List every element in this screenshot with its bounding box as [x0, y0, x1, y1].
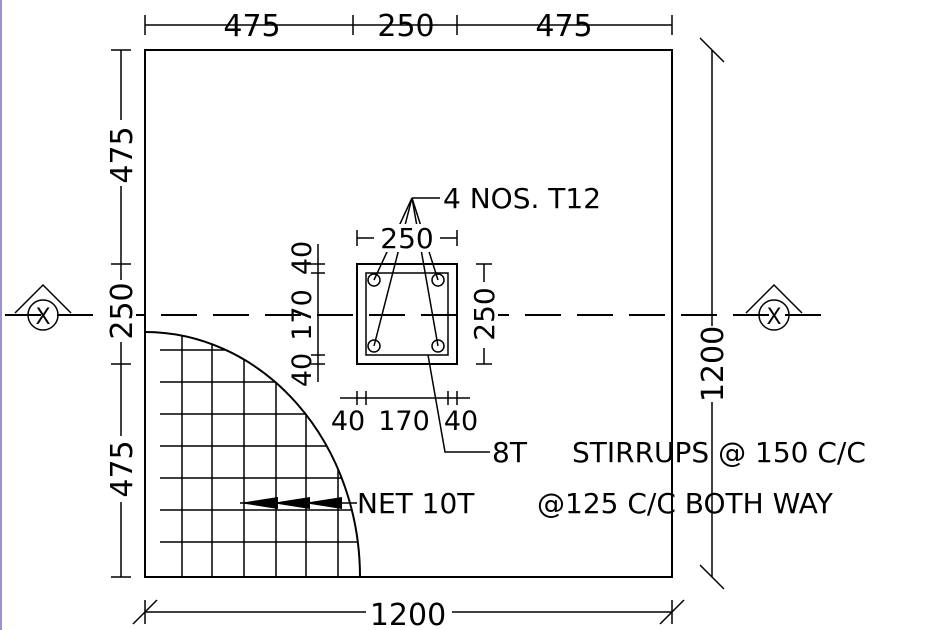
- main-bar: [431, 339, 445, 353]
- net-arrows: [240, 497, 357, 509]
- cover-horizontal-dimension: [340, 391, 470, 405]
- column-width-dim: 250: [380, 222, 433, 255]
- cover-vert-1: 40: [287, 241, 318, 275]
- net-spacing-label: @125 C/C BOTH WAY: [537, 487, 834, 520]
- viewport-edge: [0, 0, 2, 630]
- footing-outline: [144, 49, 673, 578]
- cover-vertical-dimension: [311, 244, 325, 382]
- cover-vert-3: 40: [287, 353, 318, 387]
- bottom-mesh: [160, 332, 360, 577]
- column-outline: [356, 263, 458, 365]
- mesh-break-arc: [144, 331, 361, 578]
- stirrups-spacing-label: STIRRUPS @ 150 C/C: [572, 436, 866, 469]
- top-dim-3: 475: [535, 9, 592, 44]
- right-dimension-line: [699, 37, 725, 590]
- stirrups-dia-label: 8Τ: [492, 436, 528, 469]
- svg-text:X: X: [766, 305, 781, 330]
- stirrups-leader: [427, 354, 490, 453]
- cover-horz-1: 40: [331, 406, 365, 437]
- bottom-dim: 1200: [370, 598, 446, 630]
- main-bars-leader: [373, 197, 440, 347]
- cover-vert-2: 170: [287, 289, 318, 341]
- stirrup-outline: [365, 272, 449, 356]
- top-dim-2: 250: [377, 9, 434, 44]
- section-marker-left: X: [14, 283, 72, 331]
- main-bar: [367, 273, 381, 287]
- svg-text:X: X: [35, 305, 50, 330]
- left-dim-2: 250: [105, 282, 140, 339]
- main-bar: [367, 339, 381, 353]
- main-bars-label: 4 NOS. Τ12: [443, 182, 601, 215]
- top-dim-1: 475: [223, 9, 280, 44]
- top-dimension-line: [144, 15, 673, 35]
- column-height-dim: 250: [468, 287, 501, 340]
- section-marker-right: X: [745, 283, 803, 331]
- main-bar: [431, 273, 445, 287]
- net-dia-label: NET 10Τ: [357, 487, 475, 520]
- left-dim-3: 475: [105, 440, 140, 497]
- right-dim: 1200: [696, 326, 731, 402]
- cover-horz-3: 40: [444, 406, 478, 437]
- cover-horz-2: 170: [378, 406, 430, 437]
- left-dim-1: 475: [105, 126, 140, 183]
